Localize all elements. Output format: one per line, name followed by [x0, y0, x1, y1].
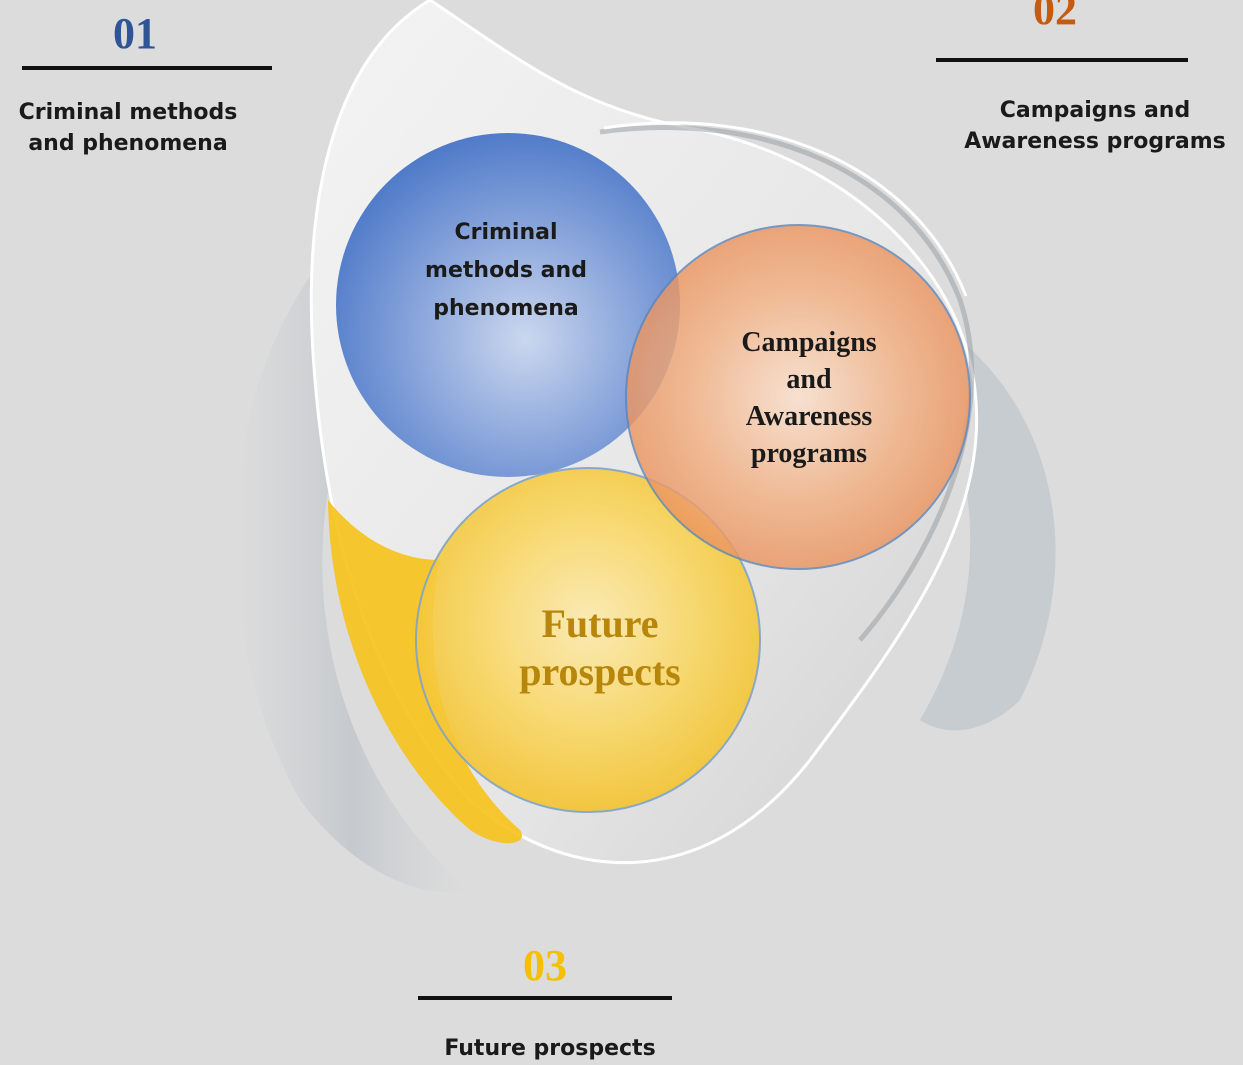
item-01-number: 01: [113, 9, 157, 58]
item-02-number: 02: [1033, 0, 1077, 34]
item-02-caption: Campaigns and Awareness programs: [950, 96, 1240, 158]
item-03-caption: Future prospects: [380, 1034, 720, 1065]
item-02-caption-line-2: Awareness programs: [964, 128, 1226, 154]
swirl-shadow-left: [235, 250, 470, 893]
swirl-shadow-right: [900, 300, 1056, 731]
circle-yellow-label: Future prospects: [480, 600, 720, 696]
circle-blue: [336, 133, 680, 477]
circle-orange-label-line-4: programs: [750, 438, 868, 469]
item-03-rule: [418, 996, 672, 1000]
circle-orange-label: Campaigns and Awareness programs: [704, 324, 914, 472]
item-02-caption-line-1: Campaigns and: [999, 98, 1191, 123]
swirl-rim: [599, 125, 975, 642]
circle-orange: [625, 224, 971, 570]
circle-orange-label-line-1: Campaigns: [741, 327, 877, 358]
circle-orange-label-line-2: and: [786, 364, 832, 395]
item-03-caption-line-1: Future prospects: [444, 1036, 656, 1061]
item-01-caption-line-1: Criminal methods: [18, 100, 238, 125]
circle-yellow-label-line-2: prospects: [519, 649, 681, 694]
circle-blue-label: Criminal methods and phenomena: [400, 214, 612, 328]
circle-blue-label-line-3: phenomena: [433, 296, 579, 321]
item-01-caption-line-2: and phenomena: [28, 130, 228, 156]
circle-orange-label-line-3: Awareness: [745, 401, 873, 432]
circle-yellow-label-line-1: Future: [541, 601, 659, 646]
circle-yellow: [415, 467, 761, 813]
circle-blue-label-line-2: methods and: [425, 258, 587, 283]
item-02-rule: [936, 58, 1188, 62]
item-01-rule: [22, 66, 272, 70]
item-01-caption: Criminal methods and phenomena: [0, 98, 256, 160]
item-03-number: 03: [523, 941, 567, 990]
swirl-rim-light: [603, 121, 968, 297]
circle-blue-label-line-1: Criminal: [454, 220, 558, 245]
